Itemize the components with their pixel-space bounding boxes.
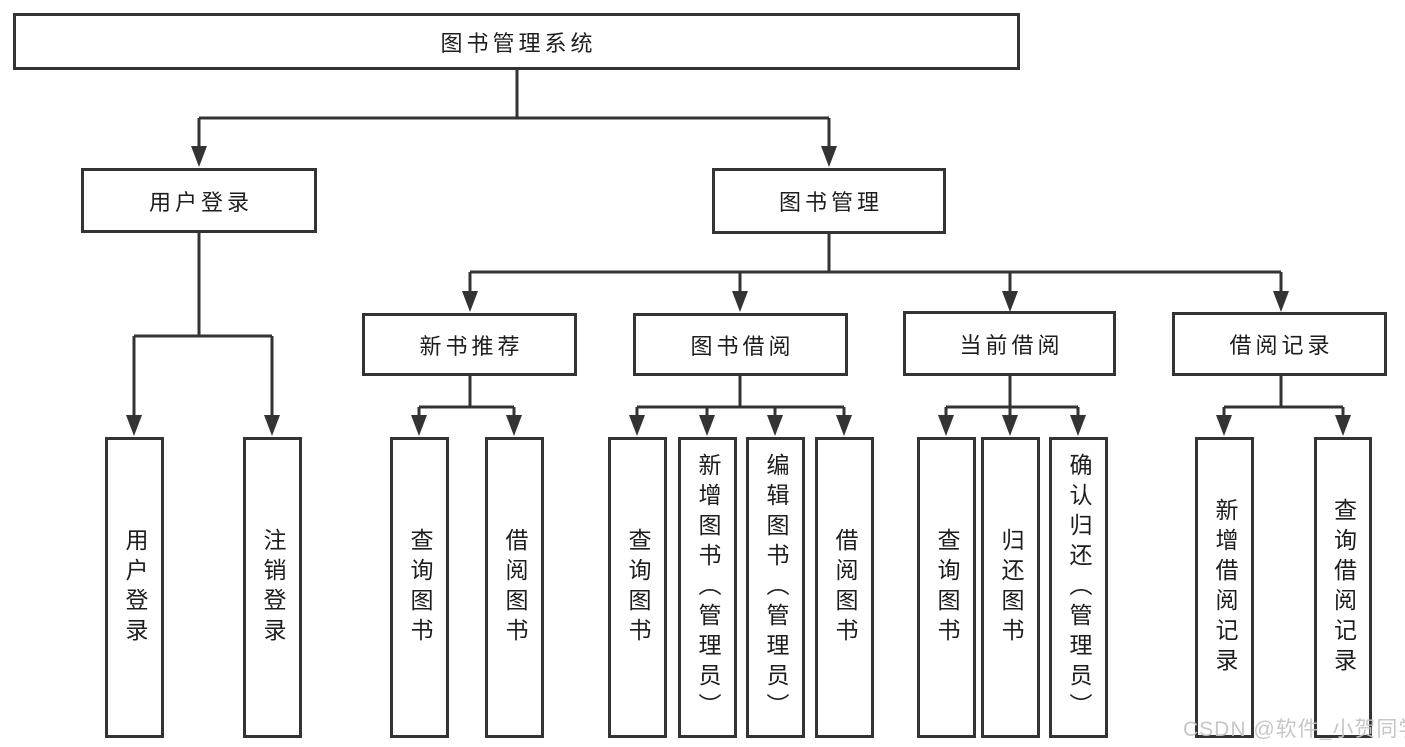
- leaf-query-books-recommend: 查询图书: [390, 437, 449, 738]
- node-library-system-label: 图书管理系统: [440, 30, 597, 56]
- leaf-confirm-return-admin-label: 确认归还（管理员）: [1066, 452, 1092, 723]
- leaf-user-login-label: 用户登录: [122, 527, 148, 648]
- leaf-return-books-label: 归还图书: [998, 527, 1024, 648]
- leaf-borrow-books-label: 借阅图书: [832, 527, 858, 648]
- node-user-login: 用户登录: [81, 168, 317, 233]
- leaf-user-login: 用户登录: [105, 437, 164, 738]
- leaf-add-books-admin-label: 新增图书（管理员）: [695, 452, 721, 723]
- node-book-borrowing: 图书借阅: [633, 313, 848, 376]
- node-user-login-label: 用户登录: [148, 189, 253, 215]
- leaf-query-borrow-record-label: 查询借阅记录: [1330, 497, 1357, 678]
- node-book-management-label: 图书管理: [778, 190, 883, 215]
- node-borrowing-records: 借阅记录: [1172, 312, 1387, 376]
- leaf-borrow-books-recommend: 借阅图书: [485, 437, 544, 738]
- node-borrowing-records-label: 借阅记录: [1229, 333, 1334, 358]
- node-new-book-recommend: 新书推荐: [362, 313, 577, 376]
- leaf-query-books-borrowing: 查询图书: [608, 437, 667, 738]
- leaf-return-books: 归还图书: [981, 437, 1040, 738]
- leaf-query-books-current-label: 查询图书: [934, 527, 960, 648]
- leaf-query-books-current: 查询图书: [917, 437, 976, 738]
- leaf-query-books-recommend-label: 查询图书: [407, 527, 433, 648]
- leaf-confirm-return-admin: 确认归还（管理员）: [1049, 437, 1108, 738]
- leaf-edit-books-admin-label: 编辑图书（管理员）: [763, 452, 789, 723]
- leaf-logout-label: 注销登录: [260, 527, 286, 648]
- node-current-borrowing-label: 当前借阅: [959, 332, 1064, 358]
- leaf-logout: 注销登录: [243, 437, 302, 738]
- leaf-query-borrow-record: 查询借阅记录: [1314, 437, 1372, 738]
- leaf-query-books-borrowing-label: 查询图书: [625, 527, 651, 648]
- node-book-management: 图书管理: [712, 168, 946, 234]
- leaf-borrow-books: 借阅图书: [815, 437, 874, 738]
- node-book-borrowing-label: 图书借阅: [690, 333, 795, 359]
- node-library-system: 图书管理系统: [13, 13, 1020, 70]
- node-current-borrowing: 当前借阅: [903, 311, 1116, 376]
- watermark: CSDN @软件_小贺同学: [1183, 718, 1405, 741]
- node-new-book-recommend-label: 新书推荐: [419, 333, 524, 359]
- leaf-add-books-admin: 新增图书（管理员）: [678, 437, 737, 738]
- leaf-edit-books-admin: 编辑图书（管理员）: [746, 437, 805, 738]
- leaf-add-borrow-record-label: 新增借阅记录: [1212, 497, 1238, 678]
- leaf-add-borrow-record: 新增借阅记录: [1195, 437, 1254, 738]
- leaf-borrow-books-recommend-label: 借阅图书: [502, 527, 528, 648]
